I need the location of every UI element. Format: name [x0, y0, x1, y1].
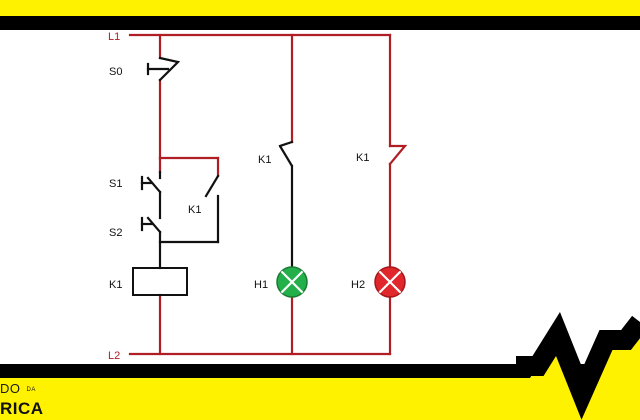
s0-label: S0: [109, 66, 122, 78]
h2-lamp: [374, 266, 406, 298]
k1-nc-contact: [388, 144, 408, 166]
k1-no-contact: [278, 140, 294, 148]
brand-word-da: DA: [26, 386, 36, 393]
l2-label: L2: [108, 350, 120, 362]
top-yellow-band: [0, 0, 640, 16]
h2-label: H2: [351, 279, 365, 291]
k1-hold-contact: [204, 174, 220, 198]
h1-lamp: [276, 266, 308, 298]
logo-wave-icon: [516, 311, 640, 420]
brand-word-do: DO: [0, 381, 21, 396]
k1-coil: [132, 267, 188, 296]
bottom-black-band: [0, 364, 640, 378]
brand-text-bottom: RICA: [0, 399, 44, 418]
l1-label: L1: [108, 31, 120, 43]
top-black-band: [0, 16, 640, 30]
s1-label: S1: [109, 178, 122, 190]
s0-contact: [158, 56, 181, 82]
brand-text-top: DO DA: [0, 381, 36, 396]
k1-no-blade: [279, 145, 293, 167]
h1-label: H1: [254, 279, 268, 291]
s2-label: S2: [109, 227, 122, 239]
s1-contact: [146, 176, 162, 194]
k1-no-label: K1: [258, 154, 271, 166]
s2-contact: [146, 216, 162, 234]
k1-nc-label: K1: [356, 152, 369, 164]
k1-hold-label: K1: [188, 204, 201, 216]
k1-coil-label: K1: [109, 279, 122, 291]
